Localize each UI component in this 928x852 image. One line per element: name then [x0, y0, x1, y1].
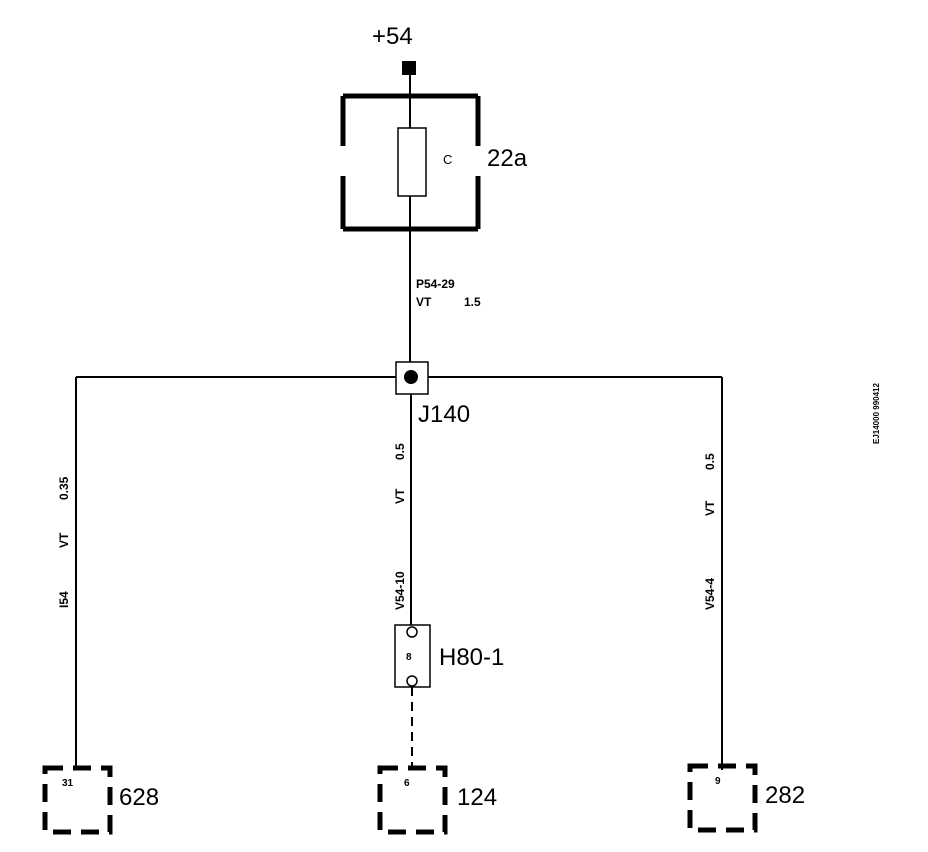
- left-wire-id: I54: [57, 591, 71, 608]
- supply-terminal: [402, 61, 416, 75]
- center-wire-id: V54-10: [393, 571, 407, 610]
- terminal-block-center: 6 124: [377, 765, 497, 835]
- terminal-center-pin: 6: [404, 778, 410, 789]
- center-wire-color: VT: [393, 488, 407, 504]
- fuse-id: 22a: [487, 145, 528, 172]
- junction-dot: [404, 370, 418, 384]
- terminal-center-id: 124: [457, 784, 497, 811]
- h80-pin-number: 8: [406, 652, 412, 663]
- supply-label: +54: [372, 23, 413, 50]
- h80-id: H80-1: [439, 644, 504, 671]
- feed-wire-color: VT: [416, 295, 432, 309]
- terminal-left-pin: 31: [62, 778, 74, 789]
- right-wire-color: VT: [703, 500, 717, 516]
- drawing-reference: EJ14000 990412: [872, 383, 881, 445]
- terminal-right-pin: 9: [715, 776, 721, 787]
- terminal-block-left: 31 628: [42, 765, 159, 835]
- terminal-block-right: 9 282: [687, 763, 805, 833]
- h80-pin-bottom: [406, 675, 418, 687]
- h80-pin-top: [406, 626, 418, 638]
- center-wire-size: 0.5: [393, 443, 407, 460]
- junction-id: J140: [418, 401, 470, 428]
- right-wire-size: 0.5: [703, 453, 717, 470]
- fuse-box: [340, 93, 481, 232]
- left-wire-size: 0.35: [57, 476, 71, 500]
- fuse-element: [397, 127, 427, 197]
- terminal-right-id: 282: [765, 782, 805, 809]
- feed-wire-id: P54-29: [416, 277, 455, 291]
- left-wire-color: VT: [57, 532, 71, 548]
- fuse-code: C: [443, 152, 452, 167]
- feed-wire-size: 1.5: [464, 295, 481, 309]
- terminal-left-id: 628: [119, 784, 159, 811]
- right-wire-id: V54-4: [703, 578, 717, 610]
